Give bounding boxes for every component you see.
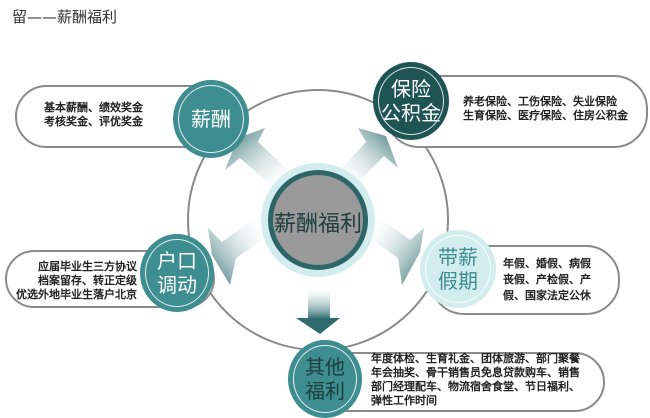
leave-text: 年假、婚假、病假丧假、产检假、产假、国家法定公休 xyxy=(503,257,591,302)
arrow-other-shaft xyxy=(308,285,330,319)
arrow-leave xyxy=(372,218,424,285)
page-title: 留——薪酬福利 xyxy=(12,8,118,26)
other-text: 年度体检、生育礼金、团体旅游、部门聚餐年会抽奖、骨干销售员免息贷款购车、销售部门… xyxy=(371,352,580,407)
other-node: 其他福利 xyxy=(288,340,362,418)
arrow-other xyxy=(296,318,340,334)
insurance-text: 养老保险、工伤保险、失业保险生育保险、医疗保险、住房公积金 xyxy=(463,95,628,122)
hukou-node: 户口调动 xyxy=(140,234,214,312)
salary-node: 薪酬 xyxy=(173,80,249,158)
salary-text: 基本薪酬、绩效奖金考核奖金、评优奖金 xyxy=(44,101,143,128)
hukou-text: 应届毕业生三方协议档案留存、转正定级优选外地毕业生落户北京 xyxy=(16,260,137,301)
leave-node: 带薪假期 xyxy=(420,230,496,308)
center-label: 薪酬福利 xyxy=(273,212,362,237)
arrow-insurance xyxy=(340,128,398,184)
insurance-node: 保险公积金 xyxy=(373,62,449,140)
arrow-hukou xyxy=(208,218,262,285)
